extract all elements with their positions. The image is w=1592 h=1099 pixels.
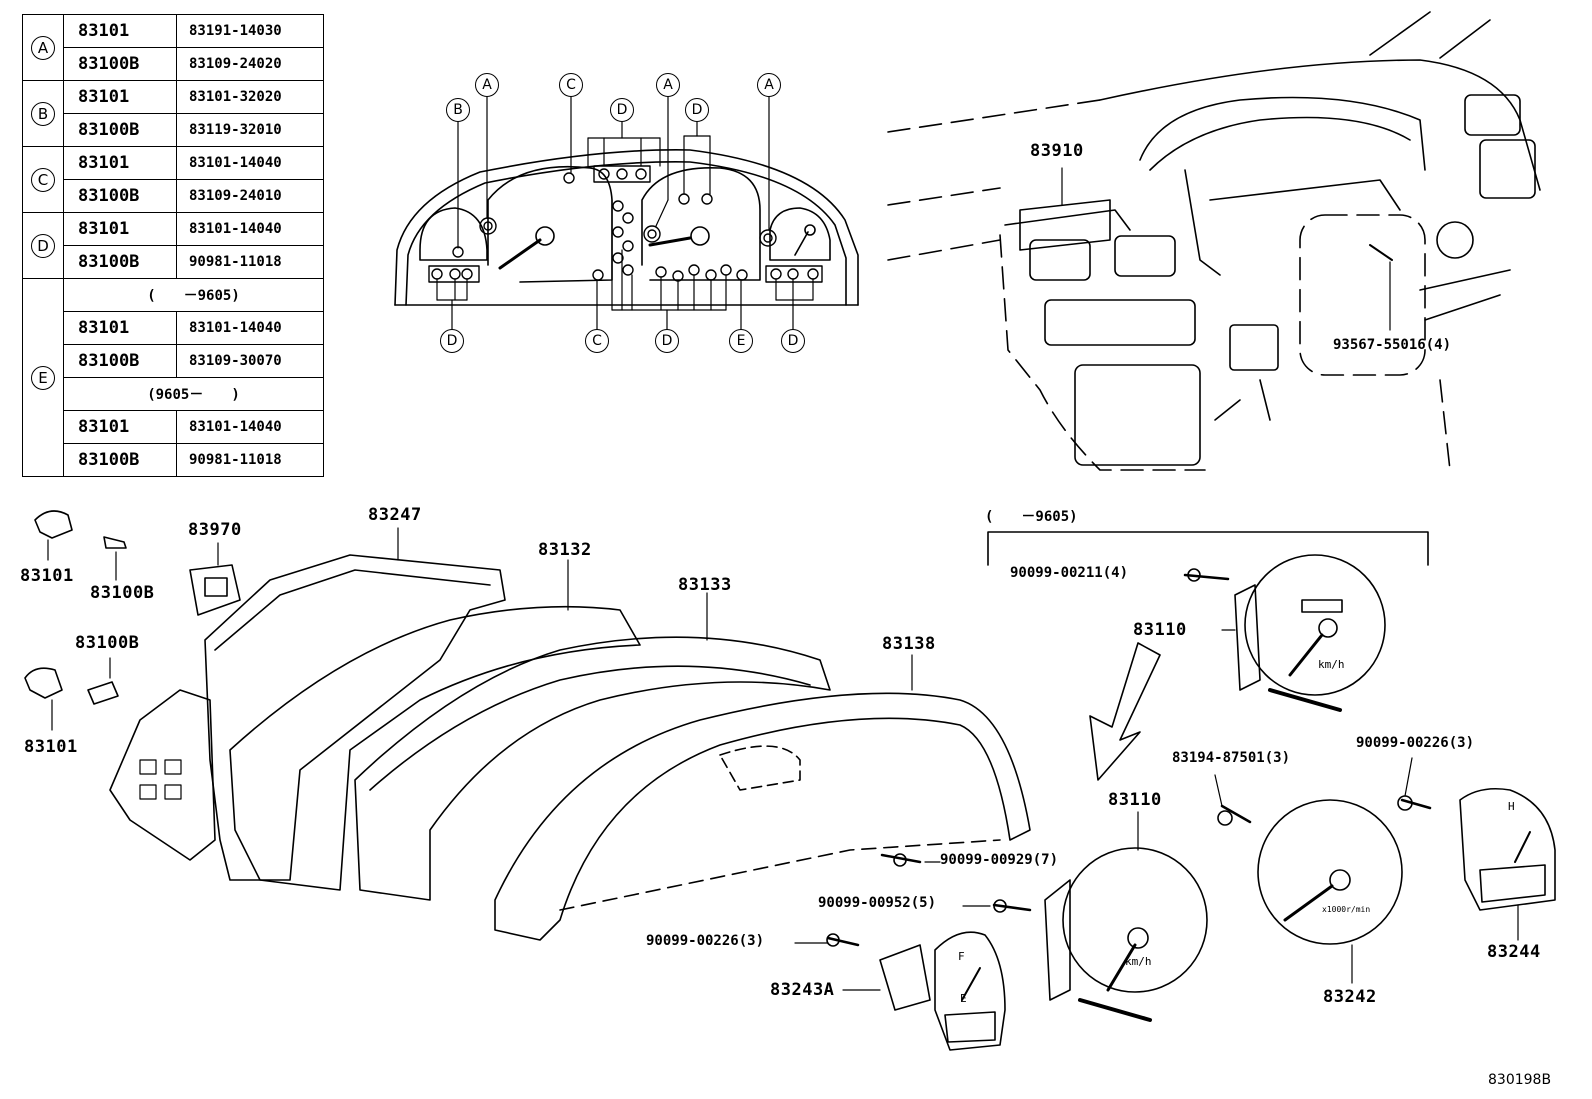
legend-part-number: 83101 — [63, 410, 177, 444]
range-bracket — [987, 531, 1429, 566]
legend-part-number: 83101 — [63, 80, 177, 114]
legend-key-cell: E — [22, 278, 64, 477]
fuel-full-mark: F — [958, 950, 965, 963]
callout-c: C — [585, 329, 609, 353]
label-83101-bottom: 83101 — [24, 737, 78, 757]
cluster-face-diagram — [394, 96, 859, 331]
label-83100b-mid: 83100B — [75, 633, 140, 653]
tachometer-unit: x1000r/min — [1322, 905, 1371, 914]
legend-part-number: 83100B — [63, 344, 177, 378]
legend-ref-number: 83101-14040 — [176, 311, 324, 345]
label-83101-top: 83101 — [20, 566, 74, 586]
callout-d: D — [655, 329, 679, 353]
label-93567-55016: 93567-55016(4) — [1333, 337, 1452, 353]
legend-key-badge: E — [31, 365, 55, 390]
speedometer-unit: km/h — [1318, 658, 1345, 671]
callout-a: A — [757, 73, 781, 97]
legend-ref-number: 83109-24010 — [176, 179, 324, 213]
callout-b: B — [446, 98, 470, 122]
label-90099-00226-right: 90099-00226(3) — [1356, 735, 1475, 751]
label-83110-top: 83110 — [1133, 620, 1187, 640]
legend-key-badge: B — [31, 101, 55, 126]
legend-ref-number: 83101-14040 — [176, 146, 324, 180]
label-83247: 83247 — [368, 505, 422, 525]
label-90099-00226-left: 90099-00226(3) — [646, 933, 765, 949]
callout-e: E — [729, 329, 753, 353]
speedometer-unit: km/h — [1125, 955, 1152, 968]
legend-part-number: 83101 — [63, 212, 177, 246]
legend-ref-number: 83109-24020 — [176, 47, 324, 81]
label-90099-00929: 90099-00929(7) — [940, 852, 1059, 868]
callout-a: A — [656, 73, 680, 97]
label-83244: 83244 — [1487, 942, 1541, 962]
label-83194-87501: 83194-87501(3) — [1172, 750, 1291, 766]
callout-d: D — [685, 98, 709, 122]
exploded-housings — [109, 527, 1031, 941]
callout-d: D — [781, 329, 805, 353]
legend-key-cell: D — [22, 212, 64, 279]
label-83243a: 83243A — [770, 980, 835, 1000]
legend-key-badge: C — [31, 167, 55, 192]
label-83138: 83138 — [882, 634, 936, 654]
legend-ref-number: 90981-11018 — [176, 245, 324, 279]
legend-ref-number: 83109-30070 — [176, 344, 324, 378]
legend-part-number: 83100B — [63, 179, 177, 213]
legend-part-number: 83100B — [63, 47, 177, 81]
callout-c: C — [559, 73, 583, 97]
legend-ref-number: 83101-14040 — [176, 410, 324, 444]
legend-part-number: 83101 — [63, 146, 177, 180]
legend-part-number: 83101 — [63, 14, 177, 48]
legend-part-number: 83100B — [63, 443, 177, 477]
label-83133: 83133 — [678, 575, 732, 595]
legend-ref-number: 90981-11018 — [176, 443, 324, 477]
gauges — [794, 554, 1556, 1051]
legend-key-badge: A — [31, 35, 55, 60]
legend-ref-number: 83119-32010 — [176, 113, 324, 147]
legend-ref-number: 83101-32020 — [176, 80, 324, 114]
legend-key-cell: A — [22, 14, 64, 81]
legend-date-range: (9605－ ) — [63, 377, 324, 411]
diagram-code: 830198B — [1488, 1072, 1552, 1088]
legend-row: E( －9605) — [22, 278, 324, 477]
label-range-note: ( －9605) — [985, 509, 1078, 525]
callout-d: D — [610, 98, 634, 122]
label-83100b-top: 83100B — [90, 583, 155, 603]
small-parts-left — [24, 510, 241, 731]
fuel-empty-mark: E — [960, 992, 967, 1005]
label-83110-bottom: 83110 — [1108, 790, 1162, 810]
label-83242: 83242 — [1323, 987, 1377, 1007]
label-83970: 83970 — [188, 520, 242, 540]
callout-a: A — [475, 73, 499, 97]
legend-row: (9605－ ) — [23, 377, 324, 411]
legend-part-number: 83100B — [63, 113, 177, 147]
dashboard-view — [887, 11, 1541, 471]
label-83132: 83132 — [538, 540, 592, 560]
temp-hot-mark: H — [1508, 800, 1515, 813]
callout-d: D — [440, 329, 464, 353]
label-83910: 83910 — [1030, 141, 1084, 161]
label-90099-00211: 90099-00211(4) — [1010, 565, 1129, 581]
label-90099-00952: 90099-00952(5) — [818, 895, 937, 911]
legend-key-badge: D — [31, 233, 55, 258]
